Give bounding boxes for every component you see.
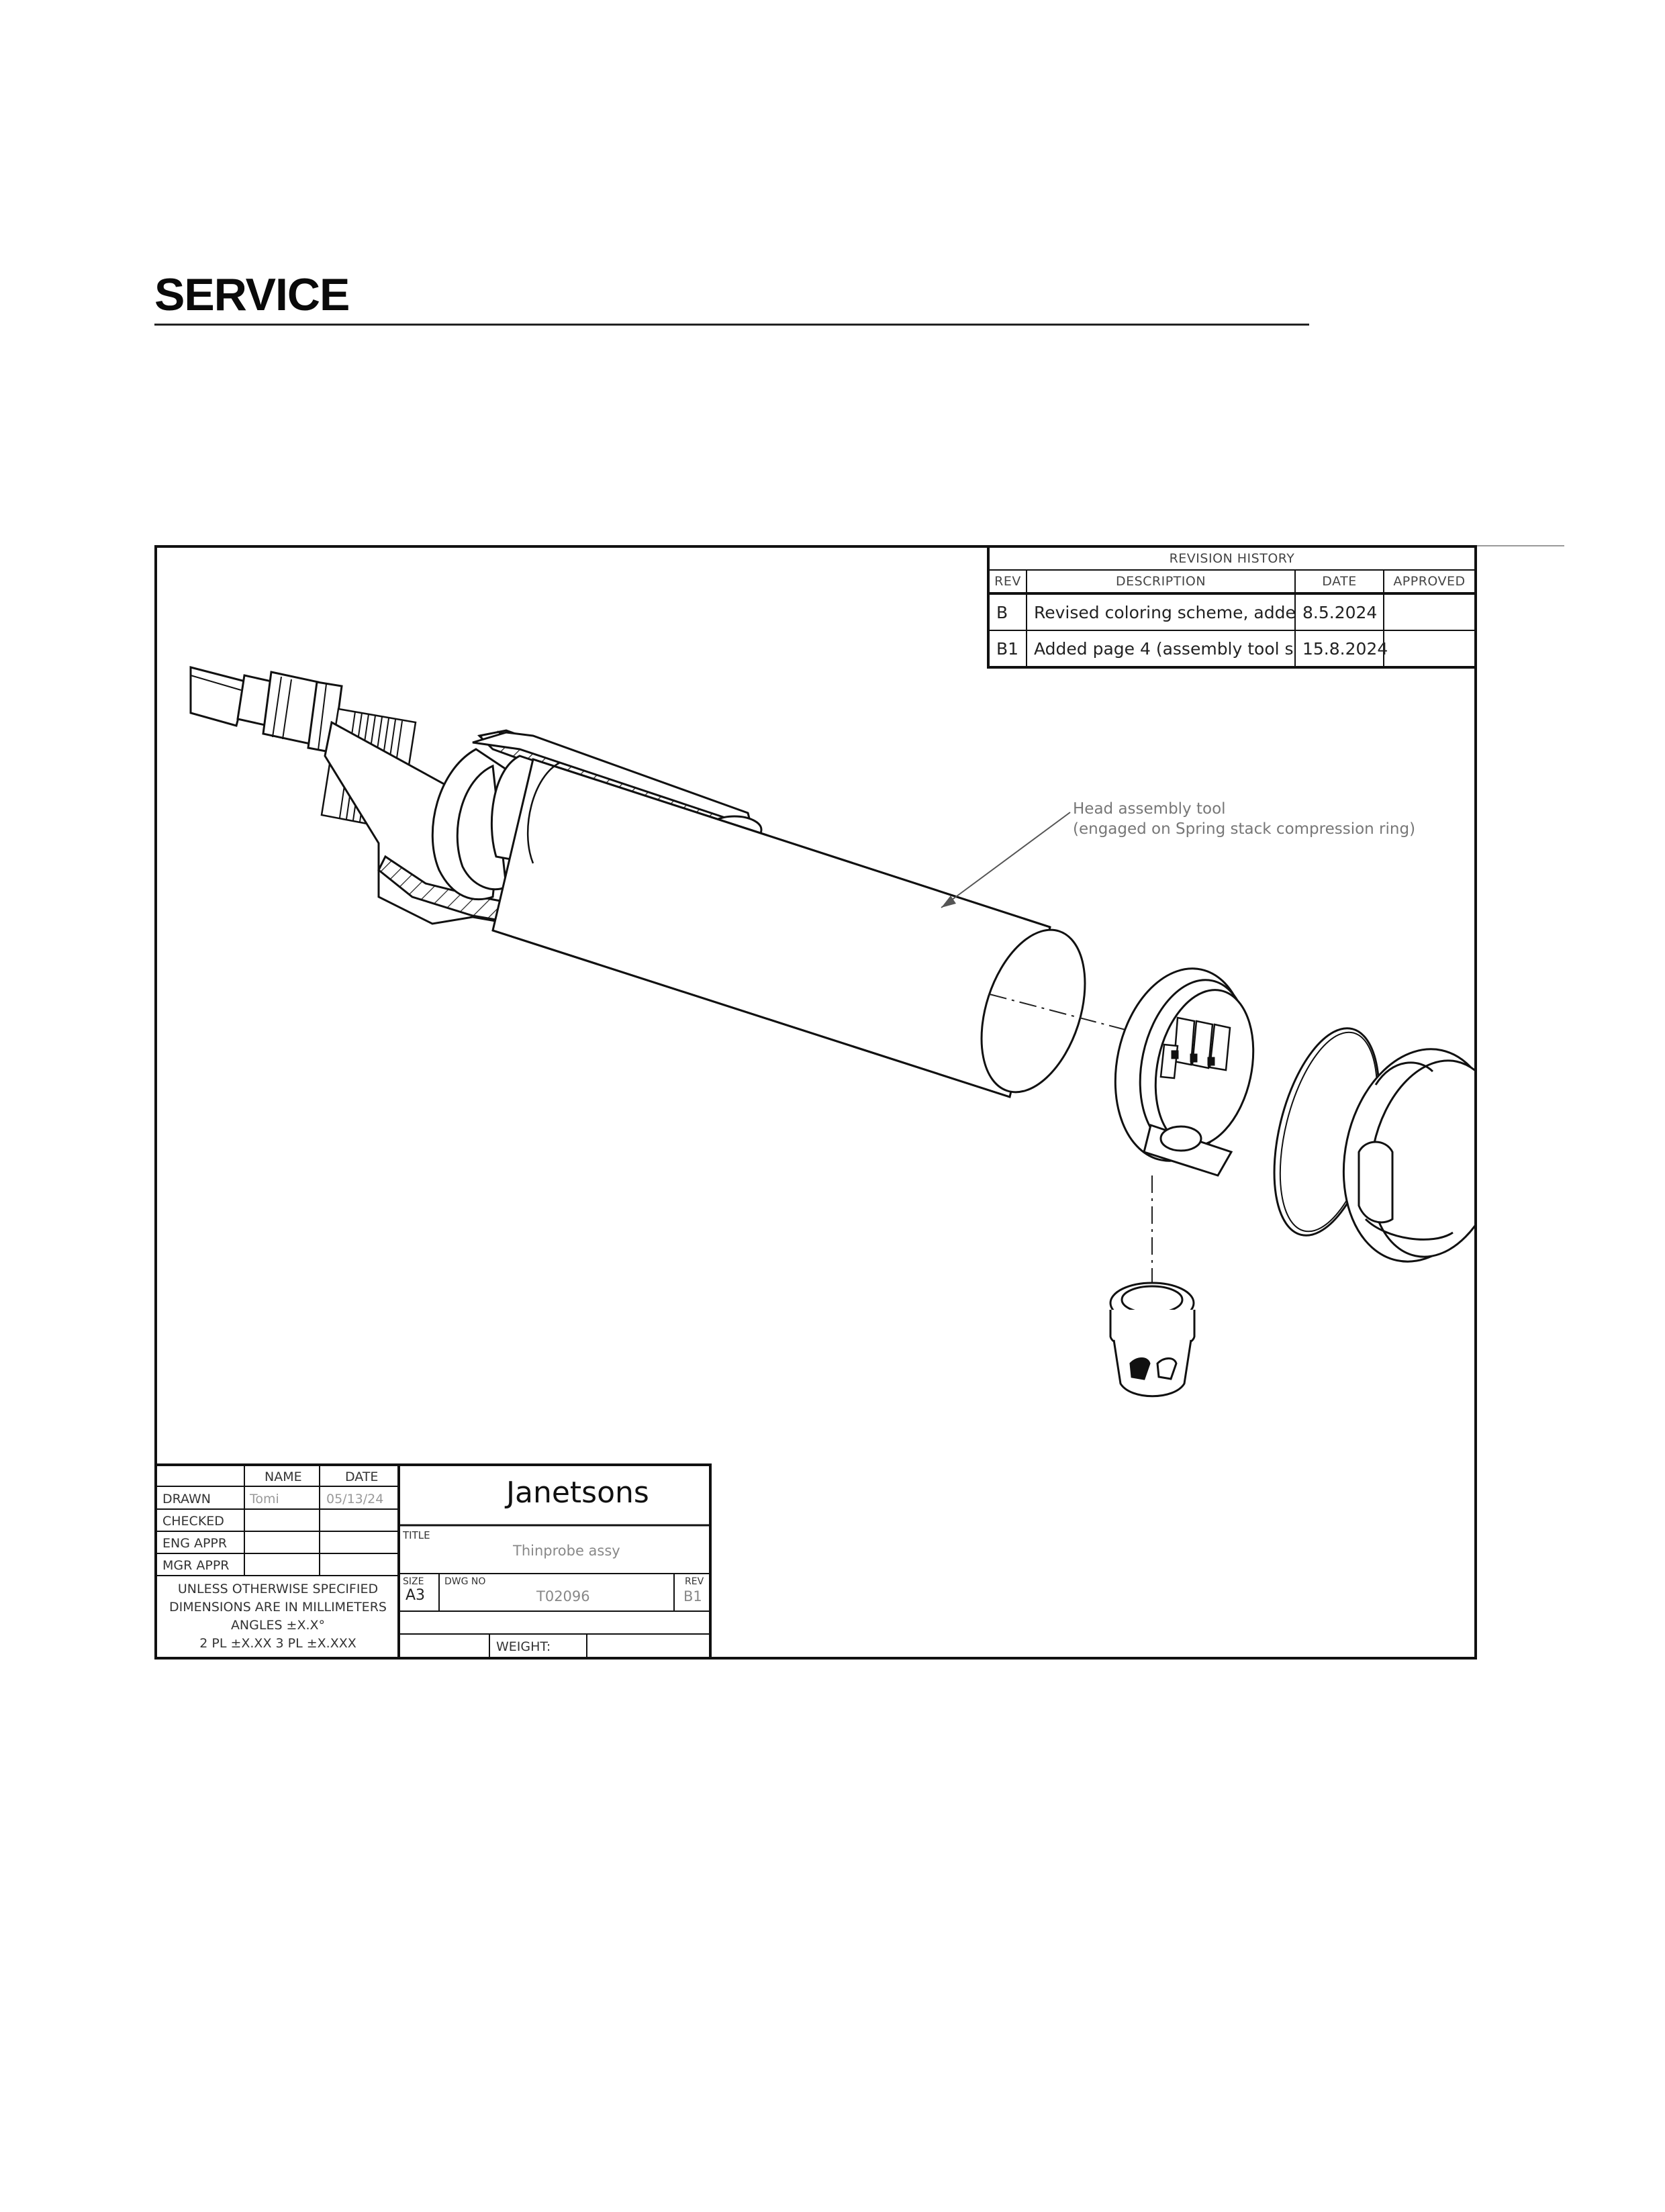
company-name: Janetsons	[506, 1476, 649, 1510]
title-block: NAME DATE DRAWN Tomi 05/13/24 CHECKED EN…	[154, 1463, 712, 1660]
terminal-head	[1114, 967, 1255, 1177]
tolerance-line-3: ANGLES ±X.X°	[230, 1618, 326, 1633]
revision-history-table: REVISION HISTORY REV DESCRIPTION DATE AP…	[987, 545, 1477, 669]
rev-row-1-approved	[1384, 595, 1474, 631]
tolerance-notes: UNLESS OTHERWISE SPECIFIED DIMENSIONS AR…	[157, 1580, 399, 1653]
col-date-header: DATE	[345, 1470, 379, 1484]
rev-row-2-rev: B1	[990, 631, 1027, 666]
column-approved: APPROVED	[1384, 571, 1474, 595]
cable-connector	[236, 671, 343, 754]
callout-line-2: (engaged on Spring stack compression rin…	[1073, 820, 1416, 838]
revision-history-title: REVISION HISTORY	[990, 548, 1474, 571]
tolerance-line-1: UNLESS OTHERWISE SPECIFIED	[177, 1582, 379, 1596]
rev-label: REV	[685, 1576, 704, 1587]
drawing-sheet	[154, 545, 1477, 1660]
callout-leader	[941, 812, 1071, 908]
probe-tube	[491, 758, 1086, 1098]
col-name-header: NAME	[265, 1470, 302, 1484]
drawing-title: Thinprobe assy	[513, 1543, 620, 1559]
rev-row-2-approved	[1384, 631, 1474, 666]
dwg-no-label: DWG NO	[444, 1576, 486, 1587]
heading-underline	[154, 324, 1309, 326]
rev-row-1-description: Revised coloring scheme, added detail vi…	[1027, 595, 1296, 631]
dwg-no-value: T02096	[536, 1588, 590, 1604]
cable	[189, 666, 249, 727]
size-value: A3	[406, 1587, 426, 1604]
rev-row-1-rev: B	[990, 595, 1027, 631]
checked-label: CHECKED	[162, 1514, 224, 1529]
mgr-appr-label: MGR APPR	[162, 1558, 230, 1573]
callout-line-1: Head assembly tool	[1073, 800, 1226, 818]
title-label: TITLE	[403, 1529, 430, 1541]
rev-row-2-description: Added page 4 (assembly tool shown)	[1027, 631, 1296, 666]
rev-row-1-date: 8.5.2024	[1296, 595, 1384, 631]
sheet-extension-line	[1477, 545, 1564, 546]
size-label: SIZE	[403, 1576, 424, 1587]
rev-value: B1	[683, 1588, 702, 1604]
column-date: DATE	[1296, 571, 1384, 595]
rev-row-2-date: 15.8.2024	[1296, 631, 1388, 666]
page-heading: SERVICE	[154, 269, 350, 320]
drawn-name: Tomi	[250, 1492, 279, 1506]
tolerance-line-4: 2 PL ±X.XX 3 PL ±X.XXX	[199, 1636, 356, 1651]
drawn-label: DRAWN	[162, 1492, 211, 1506]
title-block-grid	[157, 1466, 709, 1657]
column-description: DESCRIPTION	[1027, 571, 1296, 595]
drawn-date: 05/13/24	[326, 1492, 384, 1506]
end-cap	[1342, 1048, 1474, 1263]
cable-gland	[1109, 1282, 1196, 1398]
weight-label: WEIGHT:	[496, 1639, 551, 1654]
exploded-assembly-drawing	[189, 666, 1474, 1398]
tolerance-line-2: DIMENSIONS ARE IN MILLIMETERS	[169, 1600, 387, 1615]
callout-text: Head assembly tool (engaged on Spring st…	[1073, 799, 1415, 839]
eng-appr-label: ENG APPR	[162, 1536, 228, 1551]
column-rev: REV	[990, 571, 1027, 595]
